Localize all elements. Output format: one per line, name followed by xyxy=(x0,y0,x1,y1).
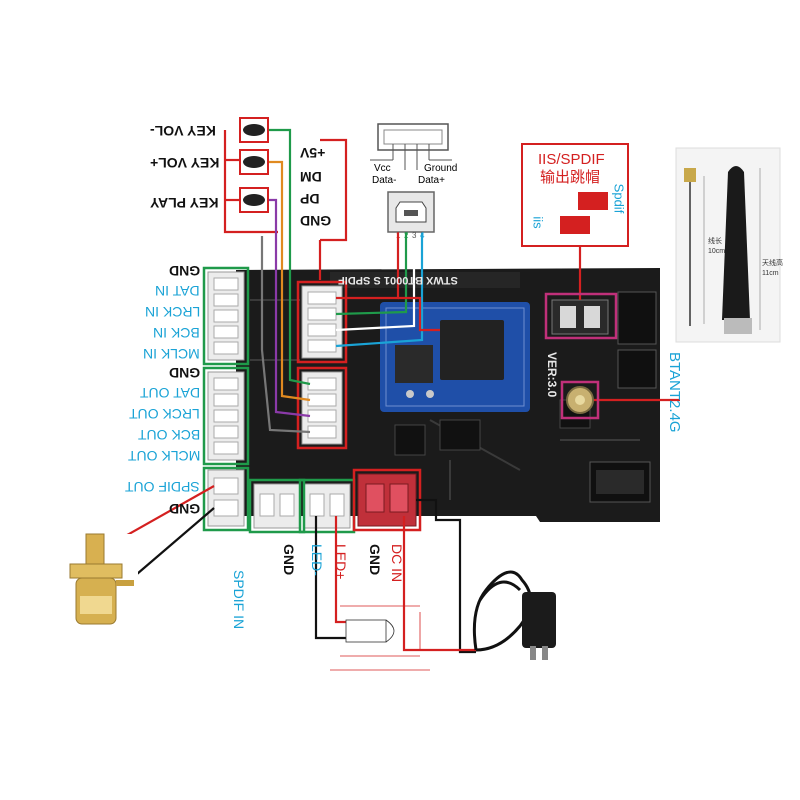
label-spdif-in-gnd: GND xyxy=(281,544,297,576)
antenna-dim-2: 天线高 xyxy=(762,260,783,267)
label-usb-data-minus: Data- xyxy=(372,175,397,186)
connector-usb-4pin xyxy=(301,285,343,359)
label-lrck-in: LRCK IN xyxy=(144,304,200,320)
label-jumper-cn: 输出跳帽 xyxy=(540,169,601,186)
label-usb-pin1: 1 xyxy=(396,231,401,240)
antenna-photo xyxy=(675,147,781,343)
connector-led-2pin xyxy=(303,483,351,529)
label-led-plus: LED+ xyxy=(333,544,349,580)
label-spdif-out-gnd: GND xyxy=(168,501,200,517)
bt-chip xyxy=(440,320,504,380)
label-usb-data-plus: Data+ xyxy=(418,175,445,186)
label-dc-in: DC IN xyxy=(389,544,405,583)
label-usb-gnd: GND xyxy=(300,213,332,229)
connector-dc-in xyxy=(357,473,417,527)
label-mclk-out: MCLK OUT xyxy=(127,448,200,464)
connector-in-5pin xyxy=(207,271,245,361)
label-usb-vcc: Vcc xyxy=(374,163,391,174)
label-out-gnd: GND xyxy=(168,365,200,381)
usb-b-socket xyxy=(370,123,452,233)
board-version: VER:3.0 xyxy=(545,352,559,398)
label-bck-in: BCK IN xyxy=(153,325,200,341)
bt-crystal xyxy=(395,345,433,383)
label-dat-out: DAT OUT xyxy=(139,385,200,401)
antenna-dim-1: 线长 xyxy=(708,238,722,245)
label-dat-in: DAT IN xyxy=(155,283,200,299)
led-dimension-drawing xyxy=(330,605,430,671)
label-usb-dm: DM xyxy=(300,169,322,185)
label-lrck-out: LRCK OUT xyxy=(129,406,200,422)
label-bt-ant: BTANT2.4G xyxy=(666,352,683,433)
connector-spdif-in-2pin xyxy=(253,483,301,529)
label-iis-small: iis xyxy=(530,216,546,229)
power-adapter-photo xyxy=(472,570,556,660)
connector-spdif-out-2pin xyxy=(207,469,245,527)
label-usb-dp: DP xyxy=(300,191,320,207)
antenna-dim-1b: 10cm xyxy=(708,248,726,255)
antenna-dim-2b: 11cm xyxy=(762,270,779,277)
label-key-vol-minus: KEY VOL- xyxy=(150,123,216,139)
rca-jack-photo xyxy=(62,533,138,640)
label-bck-out: BCK OUT xyxy=(137,427,200,443)
group-boxes xyxy=(202,266,422,534)
label-in-gnd: GND xyxy=(168,263,200,279)
label-dc-gnd: GND xyxy=(367,544,383,576)
label-usb-pin3: 3 xyxy=(412,231,417,240)
highlight-boxes xyxy=(544,292,618,420)
label-key-play: KEY PLAY xyxy=(150,195,219,211)
connector-out-5pin xyxy=(207,371,245,461)
board-title: STWX BT0001 S SPDIF xyxy=(338,274,458,286)
label-usb-pin4: 4 xyxy=(420,231,425,240)
label-spdif-in: SPDIF IN xyxy=(231,570,247,630)
label-spdif-out: SPDIF OUT xyxy=(125,479,200,495)
label-usb-ground: Ground xyxy=(424,163,458,174)
label-key-vol-plus: KEY VOL+ xyxy=(150,155,220,171)
label-mclk-in: MCLK IN xyxy=(143,346,200,362)
label-led-minus: LED- xyxy=(309,544,325,576)
label-iis-spdif: IIS/SPDIF xyxy=(538,151,605,168)
iis-spdif-box xyxy=(521,143,629,247)
label-usb-5v: +5V xyxy=(300,145,326,161)
label-spdif-small: Spdif xyxy=(611,183,627,214)
label-usb-pin2: 2 xyxy=(404,231,409,240)
key-switches xyxy=(239,117,269,213)
